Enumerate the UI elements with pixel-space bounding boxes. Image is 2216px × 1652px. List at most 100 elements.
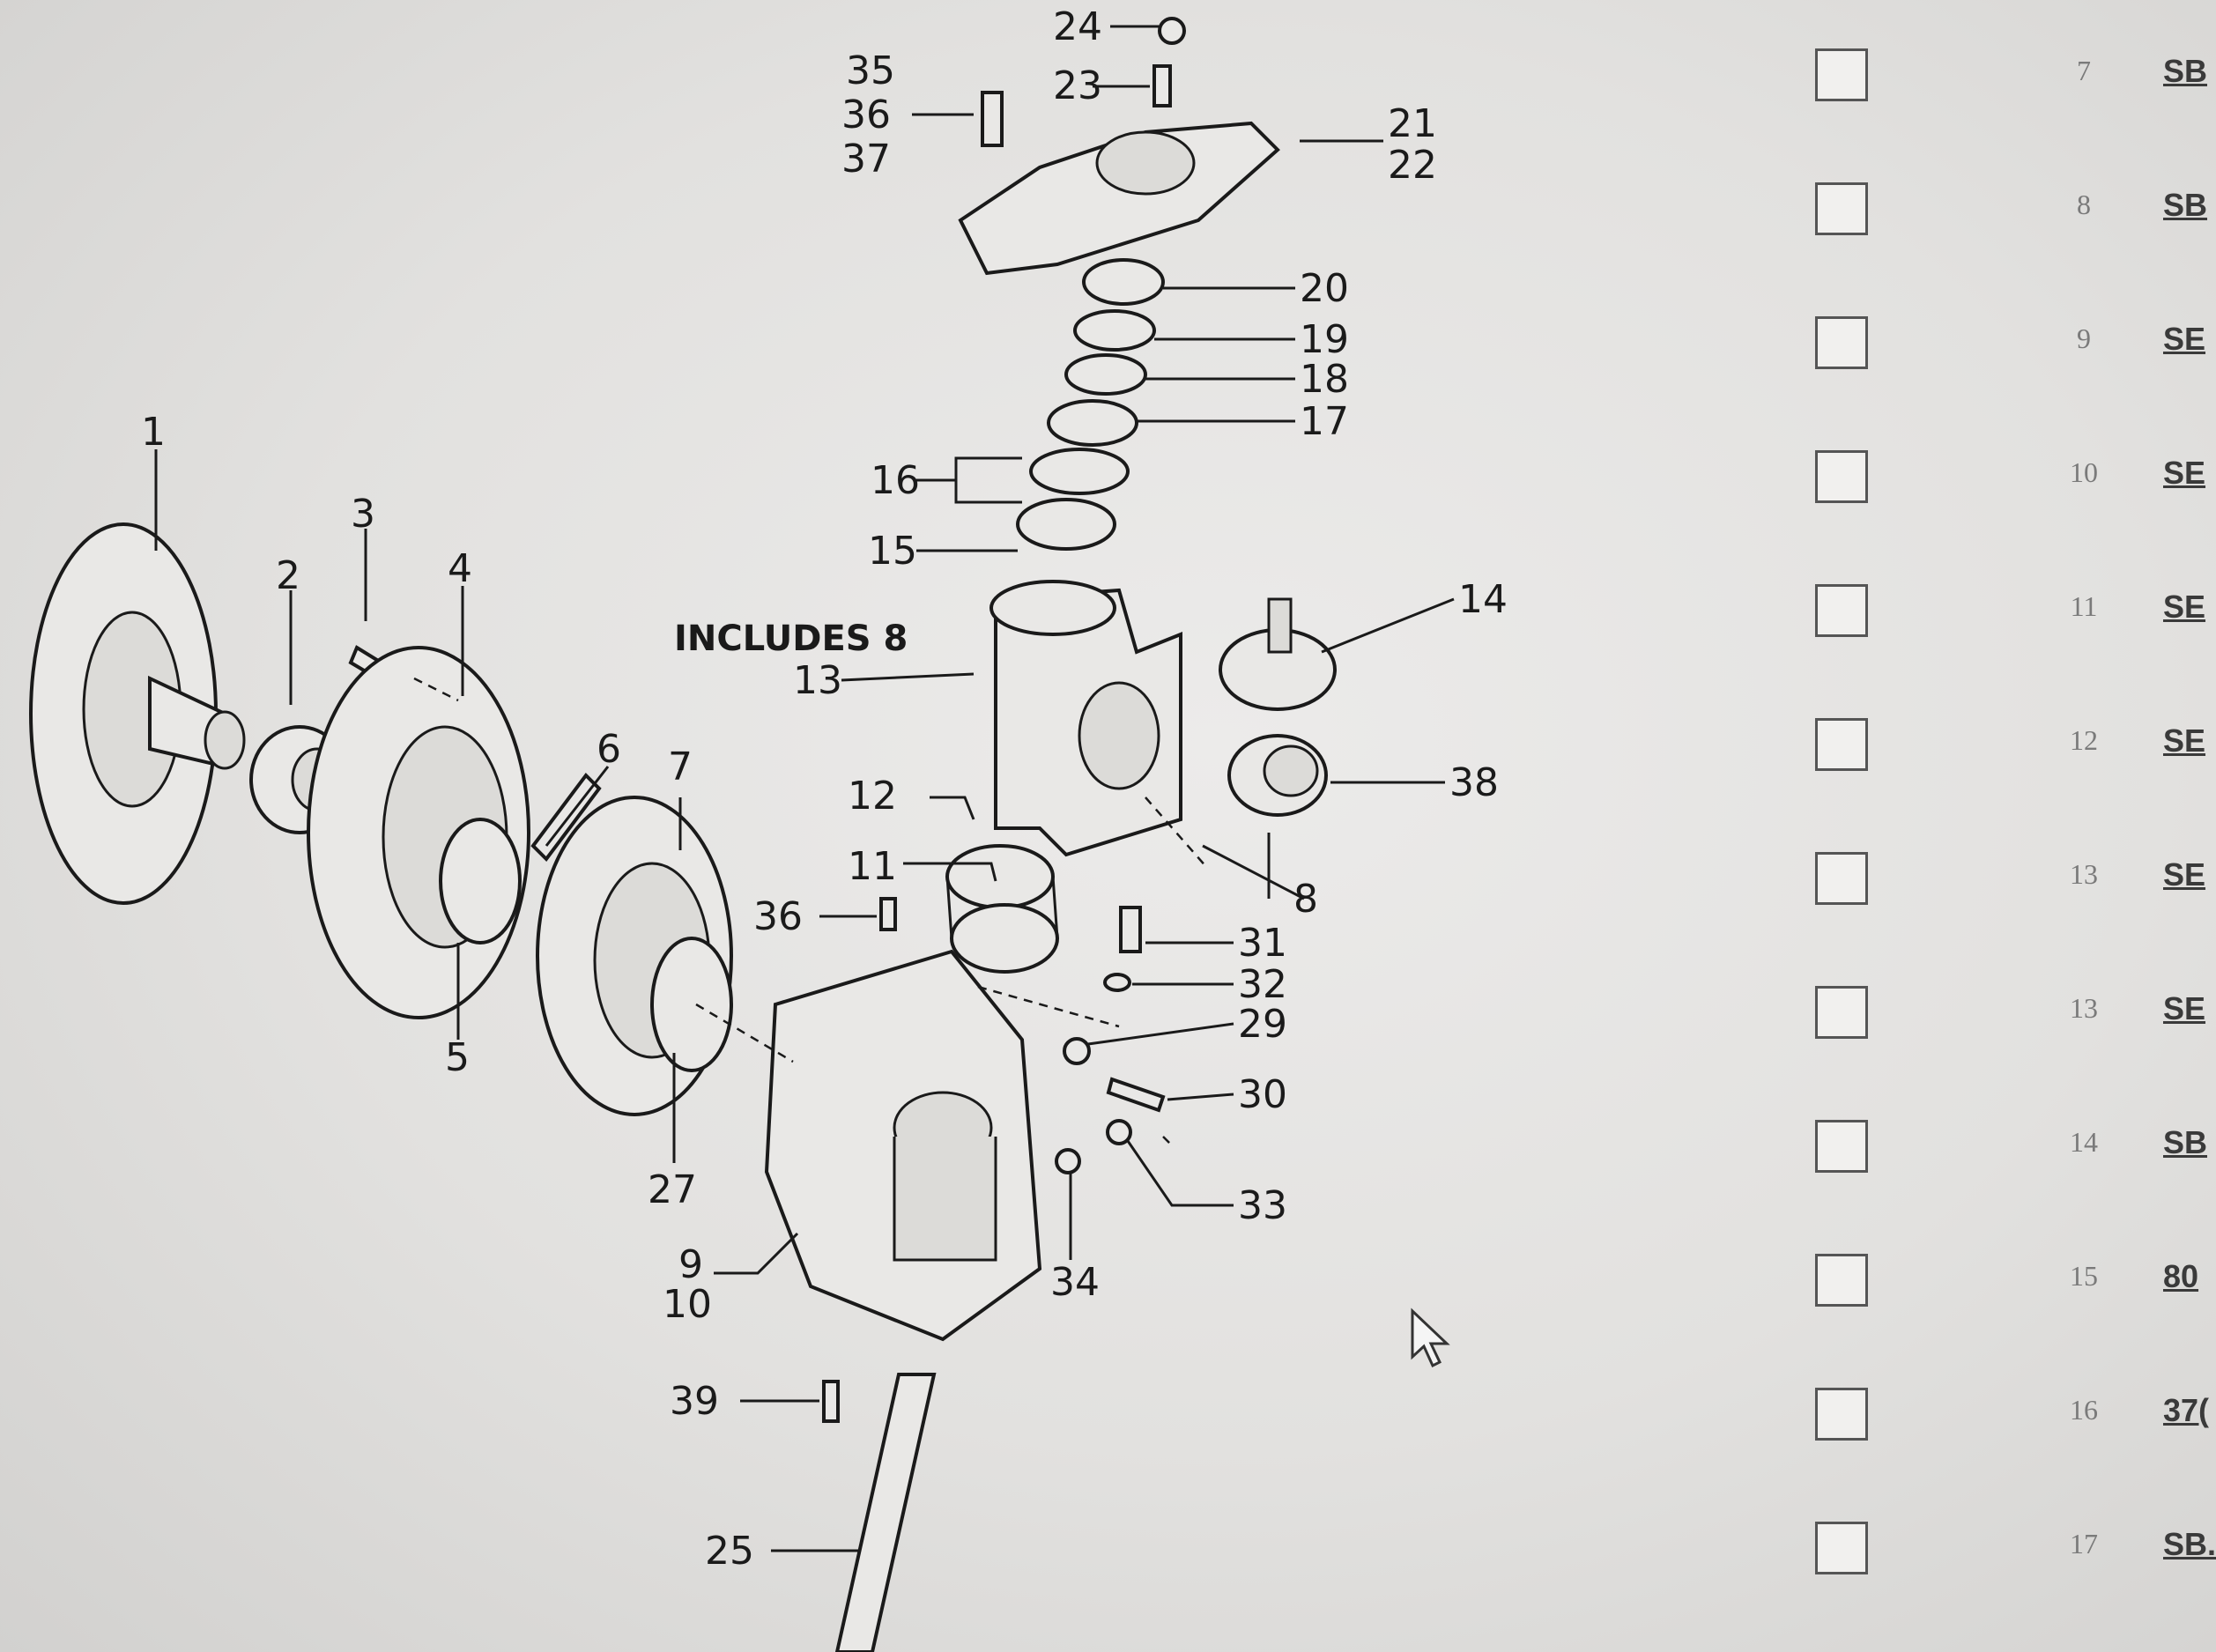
callout-34: 34: [1050, 1260, 1100, 1305]
dashed-assembly-lines: [413, 677, 1208, 1146]
item-number: 11: [2070, 590, 2098, 622]
callout-19: 19: [1300, 317, 1349, 362]
exploded-parts-diagram: 1 2 3 4 5 6 7 27 35 36 37 24 23 21 22 20…: [29, 4, 1508, 1652]
callout-20: 20: [1300, 266, 1349, 311]
parts-list-row: 12 SE: [1780, 687, 2206, 775]
callout-36-top: 36: [841, 93, 891, 137]
part-13-housing: [989, 580, 1182, 857]
parts-list-row: 7 SB: [1780, 18, 2208, 106]
row-checkbox[interactable]: [1815, 584, 1868, 637]
callout-35: 35: [846, 48, 895, 93]
part-number-link[interactable]: SE: [2163, 856, 2206, 893]
row-checkbox[interactable]: [1815, 48, 1868, 101]
callout-31: 31: [1238, 921, 1287, 966]
row-checkbox[interactable]: [1815, 1522, 1868, 1574]
row-checkbox[interactable]: [1815, 182, 1868, 235]
part-number-link[interactable]: 80: [2163, 1258, 2199, 1294]
callout-9: 9: [678, 1242, 703, 1287]
item-number: 8: [2077, 189, 2091, 220]
row-checkbox[interactable]: [1815, 1254, 1868, 1307]
callout-16: 16: [871, 458, 920, 503]
part-number-link[interactable]: SB.: [2163, 1526, 2216, 1562]
callout-23: 23: [1053, 63, 1102, 108]
part-4-cover: [307, 646, 530, 1019]
callout-25: 25: [705, 1529, 754, 1574]
callout-5: 5: [445, 1035, 470, 1080]
callout-14: 14: [1458, 577, 1508, 622]
callout-37: 37: [841, 137, 891, 181]
part-number-link[interactable]: SE: [2163, 321, 2206, 357]
parts-list-row: 10 SE: [1780, 419, 2206, 507]
row-checkbox[interactable]: [1815, 1388, 1868, 1441]
callout-29: 29: [1238, 1002, 1287, 1047]
part-6-pin: [530, 772, 602, 863]
item-number: 16: [2070, 1394, 2098, 1426]
callout-39: 39: [670, 1379, 719, 1424]
callout-3: 3: [351, 492, 375, 537]
part-25-shaft: [834, 1373, 937, 1652]
callout-22: 22: [1388, 143, 1437, 188]
item-number: 10: [2070, 456, 2098, 488]
parts-list-row: 9 SE: [1780, 285, 2206, 374]
part-number-link[interactable]: SB: [2163, 187, 2208, 223]
row-checkbox[interactable]: [1815, 1120, 1868, 1173]
row-checkbox[interactable]: [1815, 718, 1868, 771]
part-7-ring-gear: [536, 796, 733, 1116]
callout-24: 24: [1053, 4, 1102, 49]
callout-30: 30: [1238, 1072, 1287, 1117]
item-number: 13: [2070, 858, 2098, 890]
callout-18: 18: [1300, 357, 1349, 402]
part-number-link[interactable]: SE: [2163, 589, 2206, 625]
item-number: 12: [2070, 724, 2098, 756]
callout-12: 12: [848, 774, 897, 819]
parts-list-row: 16 37(: [1780, 1357, 2210, 1445]
part-9-housing: [764, 949, 1042, 1342]
callout-36-mid: 36: [753, 894, 803, 939]
part-11-bearing: [945, 844, 1059, 974]
callout-10: 10: [663, 1282, 712, 1327]
callout-15: 15: [868, 529, 917, 574]
parts-list-row: 13 SE: [1780, 821, 2206, 909]
part-number-link[interactable]: SB: [2163, 1124, 2208, 1160]
parts-list-row: 13 SE: [1780, 955, 2206, 1043]
part-number-link[interactable]: SE: [2163, 990, 2206, 1026]
item-number: 9: [2077, 322, 2091, 354]
callout-38: 38: [1449, 760, 1499, 805]
part-number-link[interactable]: SB: [2163, 53, 2208, 89]
item-number: 13: [2070, 992, 2098, 1024]
callout-32: 32: [1238, 962, 1287, 1007]
part-number-link[interactable]: SE: [2163, 722, 2206, 759]
callout-33: 33: [1238, 1183, 1287, 1228]
parts-list-row: 8 SB: [1780, 152, 2208, 240]
row-checkbox[interactable]: [1815, 450, 1868, 503]
parts-list-row: 14 SB: [1780, 1089, 2208, 1177]
callout-6: 6: [597, 727, 621, 772]
item-number: 15: [2070, 1260, 2098, 1292]
part-number-link[interactable]: SE: [2163, 455, 2206, 491]
callout-labels: 1 2 3 4 5 6 7 27 35 36 37 24 23 21 22 20…: [141, 4, 1508, 1574]
callout-2: 2: [276, 553, 300, 598]
part-number-link[interactable]: 37(: [2163, 1392, 2210, 1428]
callout-17: 17: [1300, 399, 1349, 444]
callout-27: 27: [648, 1167, 697, 1212]
row-checkbox[interactable]: [1815, 316, 1868, 369]
parts-15-20-stack: [1016, 258, 1165, 551]
hardware-bolts: [822, 17, 1186, 1423]
callout-8: 8: [1293, 877, 1318, 922]
callout-13: 13: [793, 658, 842, 703]
row-checkbox[interactable]: [1815, 986, 1868, 1039]
leader-lines: [154, 25, 1455, 1552]
callout-11: 11: [848, 844, 897, 889]
item-number: 14: [2070, 1126, 2098, 1158]
callout-1: 1: [141, 410, 166, 455]
callout-4: 4: [448, 546, 472, 591]
row-checkbox[interactable]: [1815, 852, 1868, 905]
part-21-bracket: [958, 121, 1280, 276]
part-14-pinion: [1219, 597, 1337, 711]
mouse-cursor-icon: [1411, 1308, 1450, 1368]
item-number: 7: [2077, 55, 2091, 86]
parts-list-row: 11 SE: [1780, 553, 2206, 641]
